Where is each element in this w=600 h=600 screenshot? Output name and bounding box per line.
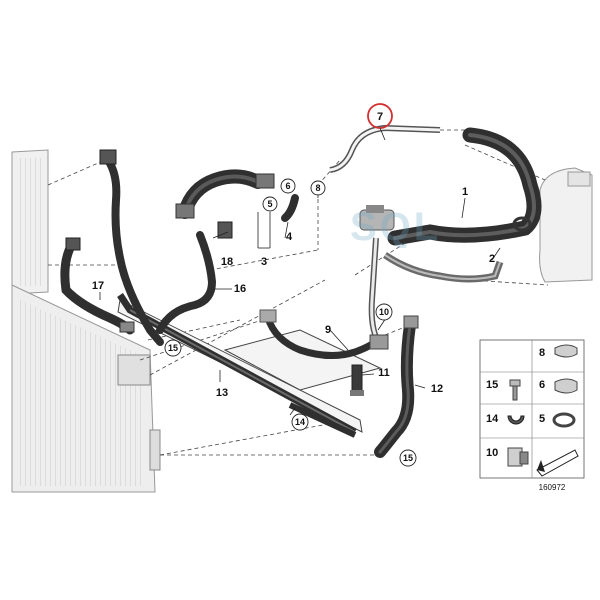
- callout-1: 1: [462, 186, 468, 198]
- callout-8: 8: [315, 183, 320, 193]
- pipe-10: [368, 237, 389, 350]
- hose-12: [374, 315, 419, 458]
- callout-17: 17: [92, 280, 104, 292]
- clip-2: [512, 216, 532, 232]
- callout-18: 18: [221, 256, 233, 268]
- legend-clip-10: [507, 447, 529, 467]
- callout-15-right: 15: [403, 453, 413, 463]
- circled-callouts: 6 5 8 10 15 14 15: [164, 178, 417, 467]
- legend-bolt-15: [509, 379, 521, 401]
- part-18: [217, 221, 233, 239]
- watermark-text: SQL: [350, 205, 441, 249]
- callouts: 7 1 2 3 4 16 18 17 9 11 12 13: [92, 111, 495, 399]
- hose-14-line: [288, 402, 357, 438]
- callout-11: 11: [378, 367, 390, 379]
- legend-label-15: 15: [486, 379, 498, 391]
- legend-clamp-6: [554, 378, 578, 394]
- callout-14: 14: [295, 417, 305, 427]
- callout-leaders: [99, 127, 501, 416]
- connector-upper: [359, 205, 395, 231]
- callout-3: 3: [261, 256, 267, 268]
- callout-15-left: 15: [168, 343, 178, 353]
- rear-radiator: [11, 149, 49, 295]
- hose-1: [387, 127, 542, 246]
- hose-3: [175, 169, 275, 219]
- dashed-leaders: [47, 129, 549, 456]
- hose-16: [99, 149, 217, 346]
- callout-6: 6: [285, 181, 290, 191]
- part-4: [281, 194, 299, 222]
- pipe-7: [329, 124, 441, 173]
- parts-legend: 8 15 6 14 5 10: [479, 339, 585, 479]
- legend-clip-14: [507, 415, 525, 425]
- legend-arrow-icon: [536, 449, 579, 477]
- callout-5: 5: [267, 199, 272, 209]
- legend-label-8: 8: [539, 347, 545, 359]
- callout-13: 13: [216, 387, 228, 399]
- figure-number: 160972: [539, 483, 566, 492]
- legend-label-6: 6: [539, 379, 545, 391]
- hose-13: [117, 293, 357, 436]
- callout-16: 16: [234, 283, 246, 295]
- callout-2: 2: [489, 253, 495, 265]
- hose-2: [383, 252, 504, 283]
- legend-clamp-8: [554, 344, 578, 358]
- frame-rails: [117, 299, 382, 433]
- legend-label-5: 5: [539, 413, 545, 425]
- hose-17: [60, 237, 135, 335]
- callout-12: 12: [431, 383, 443, 395]
- callout-10: 10: [379, 307, 389, 317]
- part-11: [350, 364, 364, 396]
- expansion-tank: [539, 167, 593, 283]
- legend-label-10: 10: [486, 447, 498, 459]
- legend-label-14: 14: [486, 413, 499, 425]
- main-radiator: [11, 284, 161, 493]
- callout-4: 4: [286, 231, 293, 243]
- legend-clamp-5: [552, 412, 576, 428]
- callout-7: 7: [377, 111, 383, 123]
- callout-9: 9: [325, 324, 331, 336]
